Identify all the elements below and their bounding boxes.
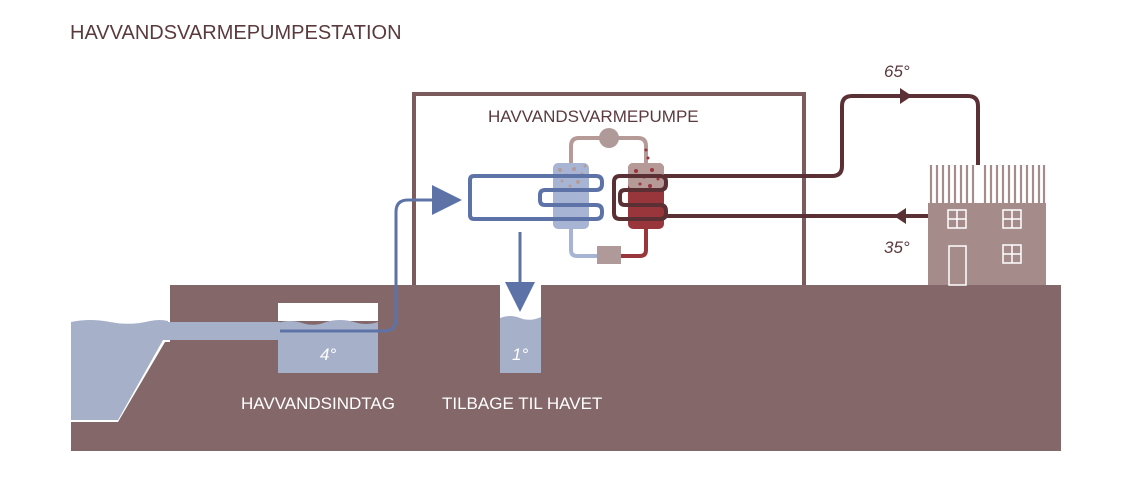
compressor: [599, 128, 619, 148]
house-window: [947, 209, 1022, 286]
pump-station-building: [412, 92, 806, 285]
seawater-coil: [468, 174, 604, 221]
ground: [71, 285, 1061, 451]
evaporator-bubbles: [558, 164, 587, 188]
intake-label: HAVVANDSINDTAG: [241, 394, 395, 413]
intake-basin-water: [278, 320, 378, 373]
return-arrow: [894, 208, 906, 224]
supply-arrow: [900, 88, 912, 104]
heating-coil: [612, 174, 668, 221]
return-temp: 35°: [884, 238, 910, 257]
expansion-valve: [597, 246, 621, 264]
house: [928, 165, 1046, 286]
outlet-label: TILBAGE TIL HAVET: [442, 394, 602, 413]
intake-basin-air: [278, 303, 378, 321]
pump-label: HAVVANDSVARMEPUMPE: [488, 107, 699, 126]
sea: [71, 320, 168, 420]
intake-pipe: [280, 185, 462, 333]
refrigerant-loop-bottom-hot: [620, 228, 648, 258]
condenser-bubbles: [634, 148, 660, 188]
outlet-temp: 1°: [512, 345, 528, 364]
supply-temp: 65°: [884, 62, 910, 81]
outlet-basin-water: [500, 316, 541, 373]
refrigerant-loop-bottom-cold: [569, 228, 598, 258]
intake-channel: [160, 322, 280, 340]
diagram-title: HAVVANDSVARMEPUMPESTATION: [70, 22, 402, 44]
intake-temp: 4°: [320, 345, 336, 364]
